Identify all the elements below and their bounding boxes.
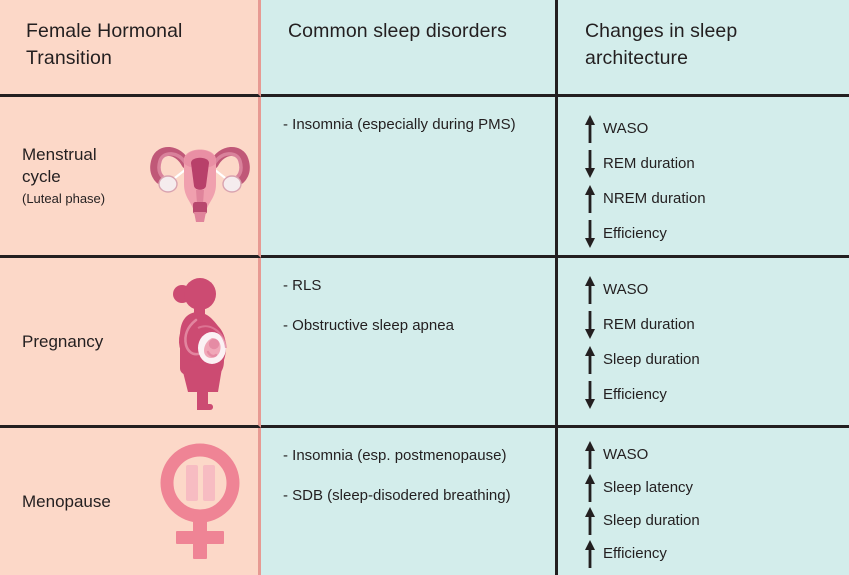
metric-label: REM duration xyxy=(603,154,695,172)
disorders-cell-pregnancy: - RLS - Obstructive sleep apnea xyxy=(261,258,558,428)
metric-label: WASO xyxy=(603,280,649,298)
metric-row: Sleep latency xyxy=(577,471,849,504)
disorders-cell-menopause: - Insomnia (esp. postmenopause) - SDB (s… xyxy=(261,428,558,575)
venus-pause-icon xyxy=(142,428,258,575)
metric-list: WASO Sleep latency Sleep duration xyxy=(558,428,849,570)
table-row: Menstrual cycle (Luteal phase) xyxy=(0,97,849,258)
metric-label: Efficiency xyxy=(603,544,667,562)
arrow-down-icon xyxy=(577,149,603,179)
metric-row: REM duration xyxy=(577,146,849,181)
metric-row: Sleep duration xyxy=(577,504,849,537)
header-title-stage-line1: Female Hormonal xyxy=(26,20,183,42)
architecture-cell-menstrual-cycle: WASO REM duration NREM duration xyxy=(558,97,849,258)
metric-list: WASO REM duration Sleep duration xyxy=(558,258,849,412)
stage-cell-pregnancy: Pregnancy xyxy=(0,258,261,428)
arrow-up-icon xyxy=(577,506,603,536)
list-item: - Insomnia (especially during PMS) xyxy=(283,116,516,133)
list-item: - RLS xyxy=(283,277,322,294)
architecture-cell-pregnancy: WASO REM duration Sleep duration xyxy=(558,258,849,428)
stage-label-pregnancy: Pregnancy xyxy=(0,331,142,353)
list-item: - Obstructive sleep apnea xyxy=(283,317,454,334)
metric-label: Efficiency xyxy=(603,224,667,242)
disorder-list: - Insomnia (esp. postmenopause) - SDB (s… xyxy=(261,428,555,506)
arrow-down-icon xyxy=(577,380,603,410)
stage-name-line1: Menopause xyxy=(22,491,111,511)
header-title-architecture-line2: architecture xyxy=(585,47,689,69)
disorders-cell-menstrual-cycle: - Insomnia (especially during PMS) xyxy=(261,97,558,258)
metric-row: NREM duration xyxy=(577,181,849,216)
metric-row: Efficiency xyxy=(577,216,849,251)
stage-label-menstrual-cycle: Menstrual cycle (Luteal phase) xyxy=(0,144,142,208)
metric-label: Efficiency xyxy=(603,385,667,403)
arrow-up-icon xyxy=(577,473,603,503)
table-row: Pregnancy xyxy=(0,258,849,428)
metric-row: REM duration xyxy=(577,307,849,342)
header-cell-architecture: Changes in sleep architecture xyxy=(558,0,849,97)
arrow-down-icon xyxy=(577,219,603,249)
metric-row: Sleep duration xyxy=(577,342,849,377)
arrow-up-icon xyxy=(577,275,603,305)
arrow-down-icon xyxy=(577,310,603,340)
header-title-disorders-line1: Common sleep disorders xyxy=(288,20,507,42)
stage-label-menopause: Menopause xyxy=(0,491,142,513)
stage-cell-menopause: Menopause xyxy=(0,428,261,575)
disorder-list: - RLS - Obstructive sleep apnea xyxy=(261,258,555,336)
metric-list: WASO REM duration NREM duration xyxy=(558,97,849,251)
metric-row: Efficiency xyxy=(577,377,849,412)
metric-label: WASO xyxy=(603,119,649,137)
header-title-stage: Female Hormonal Transition xyxy=(0,0,258,72)
metric-row: Efficiency xyxy=(577,537,849,570)
stage-sublabel: (Luteal phase) xyxy=(22,191,106,206)
header-title-architecture: Changes in sleep architecture xyxy=(558,0,849,72)
arrow-up-icon xyxy=(577,184,603,214)
header-title-architecture-line1: Changes in sleep xyxy=(585,20,738,42)
metric-label: NREM duration xyxy=(603,189,706,207)
metric-label: Sleep duration xyxy=(603,350,700,368)
arrow-up-icon xyxy=(577,345,603,375)
metric-label: Sleep duration xyxy=(603,511,700,529)
stage-name-line2: cycle xyxy=(22,167,61,186)
metric-label: WASO xyxy=(603,445,649,463)
list-item: - Insomnia (esp. postmenopause) xyxy=(283,447,507,464)
header-cell-disorders: Common sleep disorders xyxy=(261,0,558,97)
header-title-disorders: Common sleep disorders xyxy=(261,0,555,45)
header-cell-stage: Female Hormonal Transition xyxy=(0,0,261,97)
stage-name-line1: Menstrual xyxy=(22,145,97,164)
metric-row: WASO xyxy=(577,111,849,146)
metric-row: WASO xyxy=(577,438,849,471)
stage-cell-menstrual-cycle: Menstrual cycle (Luteal phase) xyxy=(0,97,261,258)
metric-label: Sleep latency xyxy=(603,478,694,496)
arrow-up-icon xyxy=(577,539,603,569)
metric-row: WASO xyxy=(577,272,849,307)
pregnant-woman-icon xyxy=(142,258,258,425)
arrow-up-icon xyxy=(577,114,603,144)
uterus-icon xyxy=(142,97,258,255)
header-title-stage-line2: Transition xyxy=(26,47,112,69)
table-header-row: Female Hormonal Transition Common sleep … xyxy=(0,0,849,97)
arrow-up-icon xyxy=(577,440,603,470)
architecture-cell-menopause: WASO Sleep latency Sleep duration xyxy=(558,428,849,575)
disorder-list: - Insomnia (especially during PMS) xyxy=(261,97,555,135)
table-row: Menopause - Insomnia (esp. postmenop xyxy=(0,428,849,575)
metric-label: REM duration xyxy=(603,315,695,333)
stage-name-line1: Pregnancy xyxy=(22,331,104,351)
list-item: - SDB (sleep-disodered breathing) xyxy=(283,487,511,504)
